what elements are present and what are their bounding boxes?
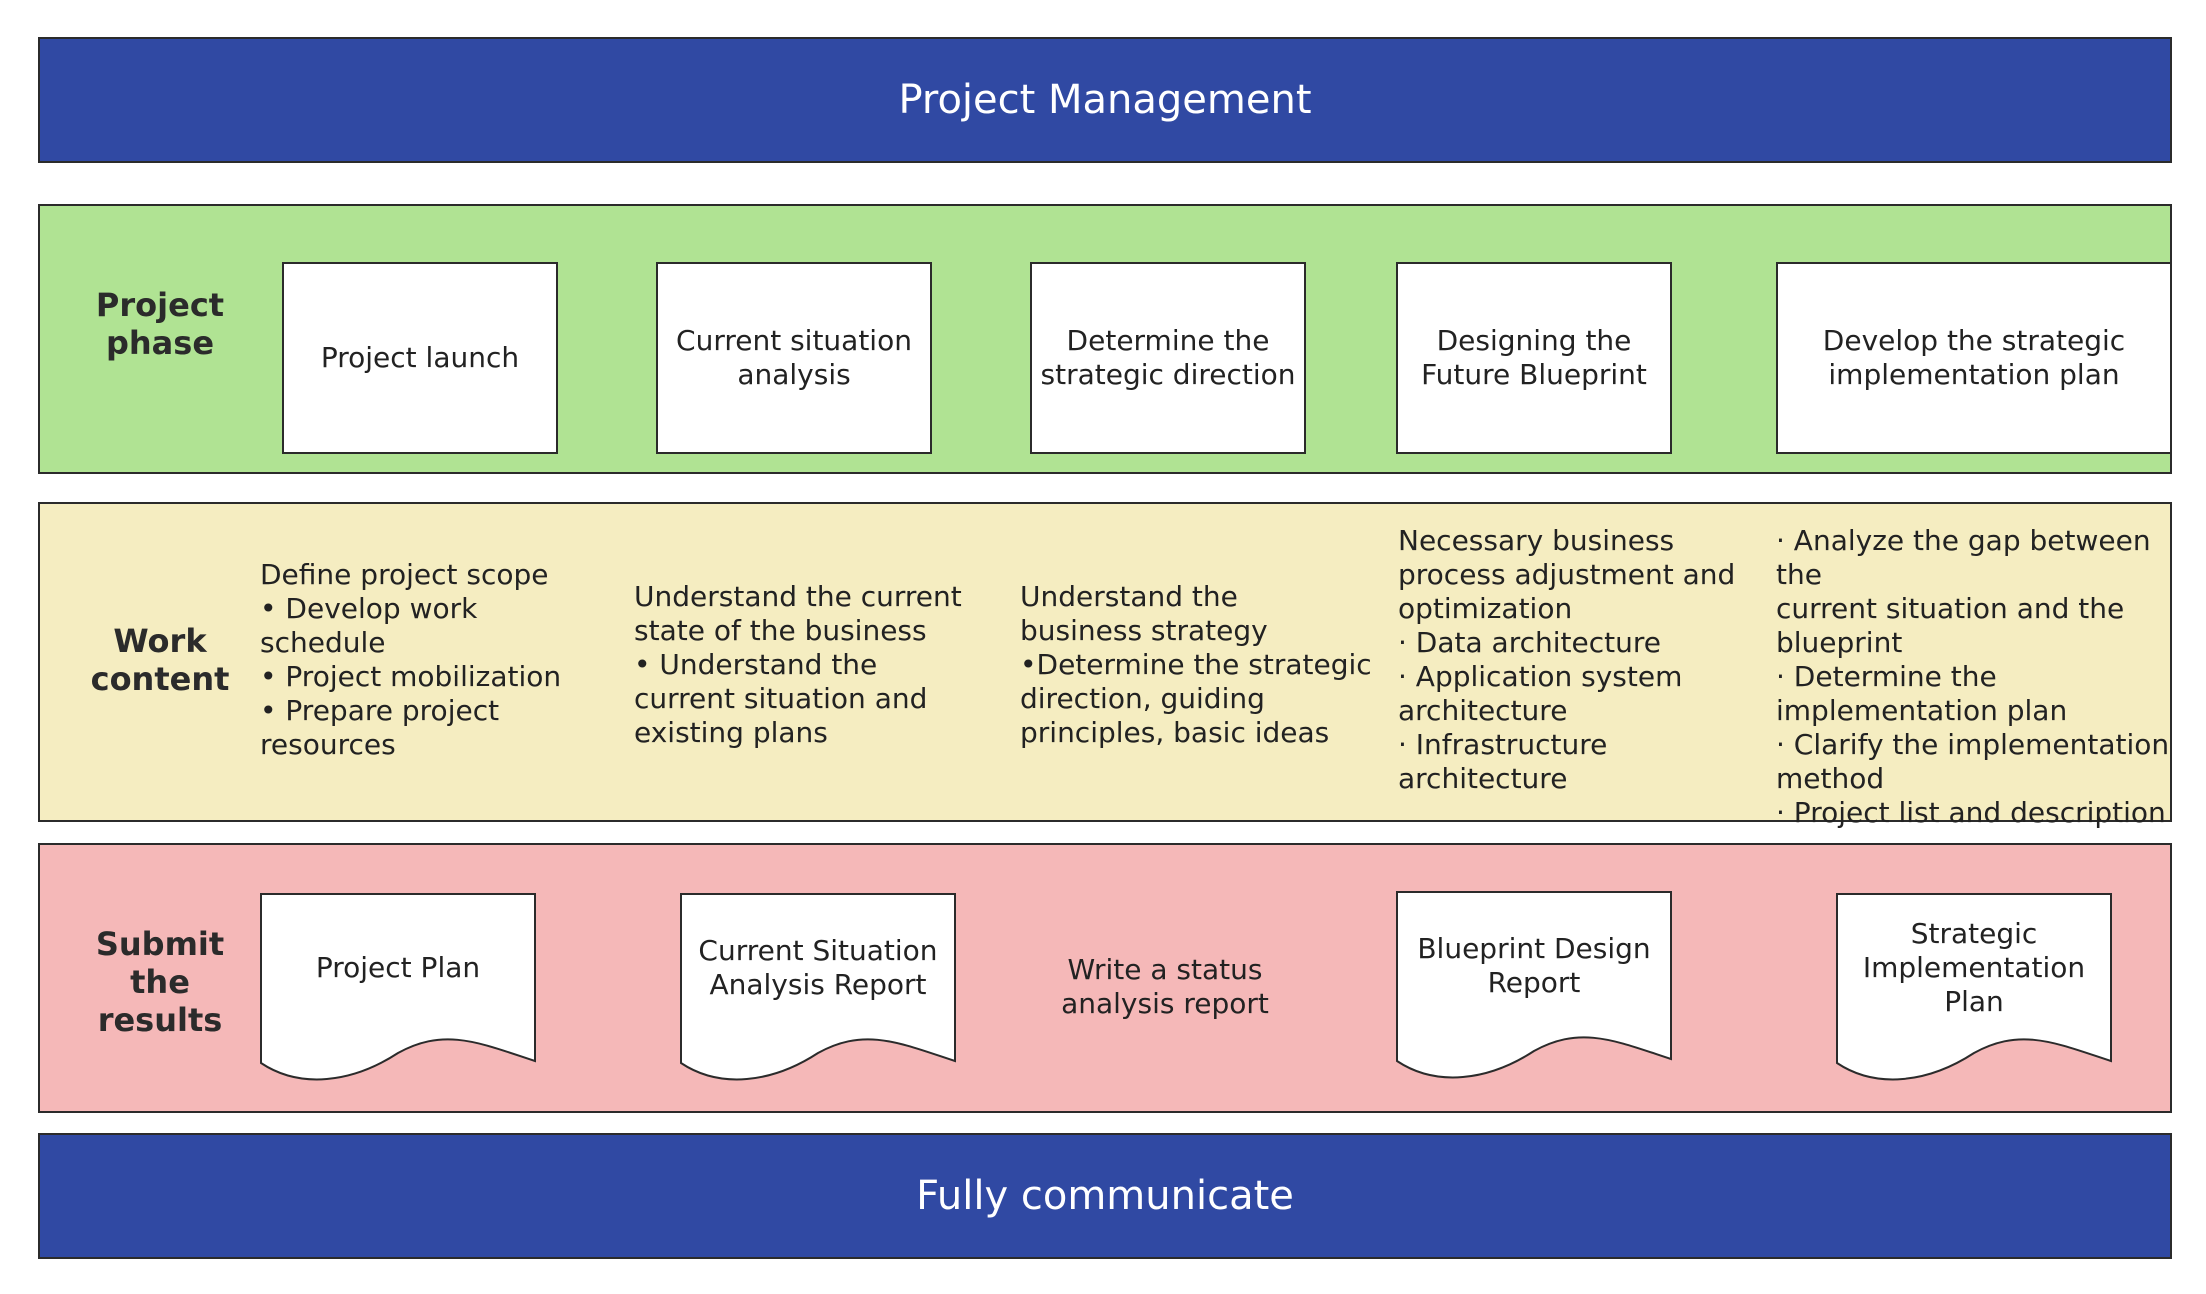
work-item-2: Understand the current state of the busi…	[634, 580, 962, 749]
result-doc-5[interactable]: Strategic Implementation Plan	[1836, 893, 2112, 1089]
work-item-5: · Analyze the gap between the current si…	[1776, 524, 2170, 829]
result-doc-4-label: Blueprint Design Report	[1417, 932, 1651, 999]
result-text-3: Write a status analysis report	[1061, 953, 1269, 1020]
phase-box-3[interactable]: Determine the strategic direction	[1030, 262, 1306, 454]
work-row-label: Work content	[90, 622, 230, 698]
project-phase-row: Project phase Project launch Current sit…	[38, 204, 2172, 474]
result-doc-4[interactable]: Blueprint Design Report	[1396, 891, 1672, 1087]
footer-text: Fully communicate	[916, 1173, 1294, 1219]
results-row-label: Submit the results	[95, 925, 225, 1039]
work-item-4: Necessary business process adjustment an…	[1398, 524, 1736, 795]
document-shape-icon	[1836, 893, 2112, 1081]
phase-box-5-label: Develop the strategic implementation pla…	[1822, 324, 2126, 391]
phase-box-5[interactable]: Develop the strategic implementation pla…	[1776, 262, 2172, 454]
result-doc-5-label: Strategic Implementation Plan	[1862, 917, 2086, 1018]
work-content-row: Work content Define project scope • Deve…	[38, 502, 2172, 829]
phase-box-1[interactable]: Project launch	[282, 262, 558, 454]
phase-box-4-label: Designing the Future Blueprint	[1421, 324, 1647, 391]
document-shape-icon	[260, 893, 536, 1081]
result-doc-1[interactable]: Project Plan	[260, 893, 536, 1089]
phase-box-2-label: Current situation analysis	[676, 324, 912, 391]
phase-row-label: Project phase	[95, 286, 225, 362]
footer-banner: Fully communicate	[38, 1133, 2172, 1259]
title-text: Project Management	[898, 77, 1312, 123]
result-doc-2-label: Current Situation Analysis Report	[698, 934, 938, 1001]
title-banner: Project Management	[38, 37, 2172, 163]
phase-box-3-label: Determine the strategic direction	[1040, 324, 1296, 391]
phase-box-4[interactable]: Designing the Future Blueprint	[1396, 262, 1672, 454]
work-item-3: Understand the business strategy •Determ…	[1020, 580, 1372, 749]
phase-box-1-label: Project launch	[320, 341, 520, 374]
work-item-1: Define project scope • Develop work sche…	[260, 558, 562, 761]
results-row: Submit the results Project Plan Current …	[38, 843, 2172, 1113]
result-doc-2[interactable]: Current Situation Analysis Report	[680, 893, 956, 1089]
phase-box-2[interactable]: Current situation analysis	[656, 262, 932, 454]
document-shape-icon	[1396, 891, 1672, 1079]
result-doc-1-label: Project Plan	[315, 951, 481, 984]
document-shape-icon	[680, 893, 956, 1081]
